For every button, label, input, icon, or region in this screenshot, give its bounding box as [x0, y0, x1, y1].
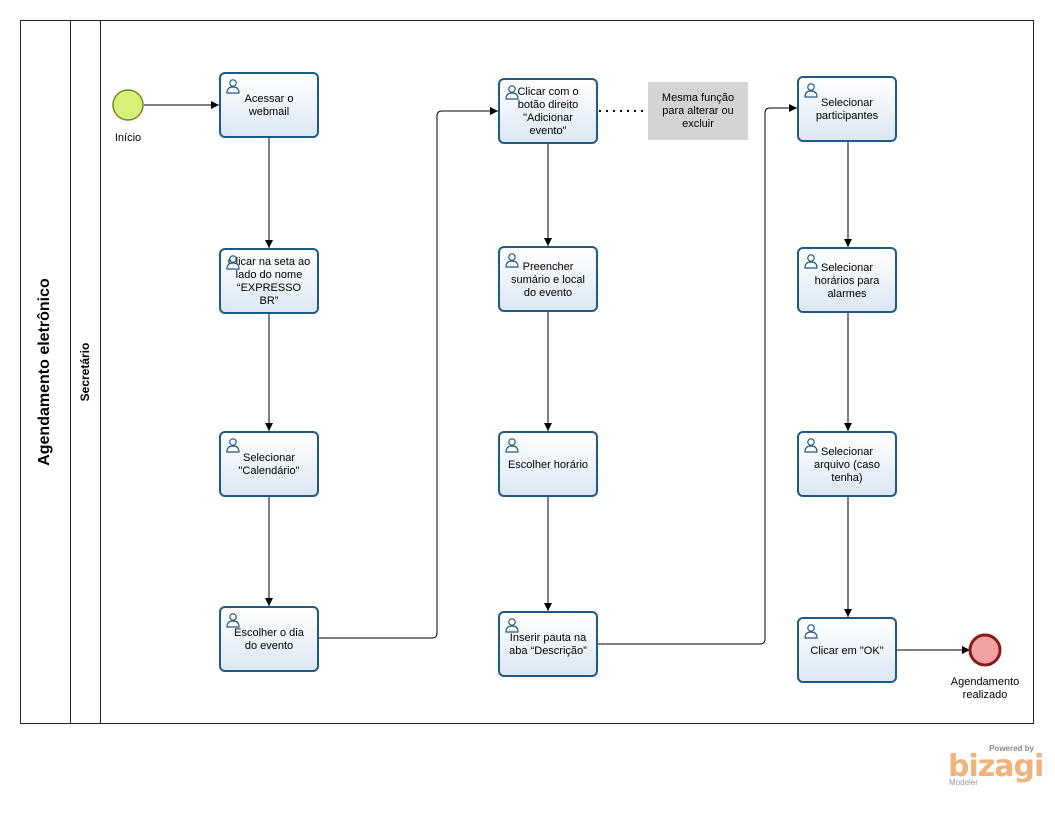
task-selecionar-participantes[interactable]: Selecionar participantes [797, 76, 897, 142]
task-selecionar-calendario[interactable]: Selecionar "Calendário" [219, 431, 319, 497]
bizagi-logo: bizagi [948, 749, 1044, 784]
pool [20, 20, 1034, 724]
task-label: Clicar na seta ao lado do nome “EXPRESSO… [227, 256, 311, 307]
task-selecionar-arquivo[interactable]: Selecionar arquivo (caso tenha) [797, 431, 897, 497]
task-label: Inserir pauta na aba “Descrição” [509, 632, 587, 657]
end-event-label: Agendamento realizado [950, 676, 1020, 701]
task-label: Selecionar participantes [815, 97, 879, 122]
end-event [968, 633, 1002, 667]
user-icon [505, 618, 519, 633]
user-icon [804, 624, 818, 639]
task-label: Preencher sumário e local do evento [511, 260, 585, 299]
user-icon [804, 438, 818, 453]
lane-header [71, 20, 101, 724]
task-preencher-sumario[interactable]: Preencher sumário e local do evento [498, 246, 598, 312]
annotation-text: Mesma função para alterar ou excluir [661, 91, 735, 130]
task-label: Escolher horário [507, 458, 589, 471]
task-acessar-webmail[interactable]: Acessar o webmail [219, 72, 319, 138]
bizagi-product: Modeler [949, 778, 978, 787]
task-escolher-dia[interactable]: Escolher o dia do evento [219, 606, 319, 672]
user-icon [505, 438, 519, 453]
task-label: Selecionar horários para alarmes [814, 261, 880, 300]
pool-header [20, 20, 71, 724]
task-escolher-horario[interactable]: Escolher horário [498, 431, 598, 497]
task-label: Acessar o webmail [244, 93, 294, 118]
user-icon [505, 85, 519, 100]
task-adicionar-evento[interactable]: Clicar com o botão direito "Adicionar ev… [498, 78, 598, 144]
task-label: Clicar com o botão direito "Adicionar ev… [517, 86, 579, 137]
text-annotation[interactable]: Mesma função para alterar ou excluir [648, 82, 748, 140]
task-label: Clicar em "OK" [810, 644, 884, 657]
task-label: Selecionar "Calendário" [238, 452, 300, 477]
task-label: Selecionar arquivo (caso tenha) [813, 445, 881, 484]
user-icon [226, 79, 240, 94]
powered-by-text: Powered by [989, 744, 1034, 753]
user-icon [804, 254, 818, 269]
task-label: Escolher o dia do evento [234, 627, 304, 652]
start-event [112, 89, 144, 121]
task-inserir-pauta[interactable]: Inserir pauta na aba “Descrição” [498, 611, 598, 677]
user-icon [226, 255, 240, 270]
task-clicar-ok[interactable]: Clicar em "OK" [797, 617, 897, 683]
user-icon [226, 613, 240, 628]
task-selecionar-alarmes[interactable]: Selecionar horários para alarmes [797, 247, 897, 313]
task-clicar-seta[interactable]: Clicar na seta ao lado do nome “EXPRESSO… [219, 248, 319, 314]
bizagi-watermark: Powered by bizagi Modeler [948, 744, 1044, 790]
flow-task4-to-task5 [319, 107, 498, 639]
user-icon [804, 83, 818, 98]
start-event-label: Início [114, 132, 142, 144]
flow-task8-to-task9 [598, 104, 797, 645]
user-icon [505, 253, 519, 268]
user-icon [226, 438, 240, 453]
